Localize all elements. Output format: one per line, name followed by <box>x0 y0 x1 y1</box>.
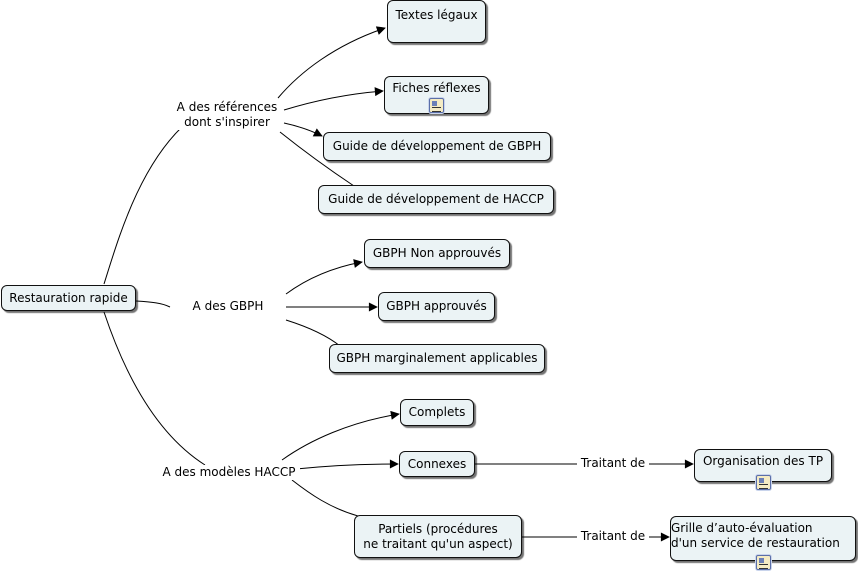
line-gbph-marginal <box>285 319 341 347</box>
concept-gbph-marginalement[interactable]: GBPH marginalement applicables <box>329 344 545 373</box>
concept-textes-legaux[interactable]: Textes légaux <box>387 0 486 43</box>
link-label-modeles-haccp-text: A des modèles HACCP <box>162 465 296 479</box>
link-label-traitant-de-1[interactable]: Traitant de <box>577 456 649 471</box>
concept-guide-gbph[interactable]: Guide de développement de GBPH <box>323 132 551 161</box>
concept-fiches-reflexes-label: Fiches réflexes <box>392 81 481 95</box>
link-label-references[interactable]: A des références dont s'inspirer <box>172 100 282 130</box>
line-ref-textes <box>277 26 386 99</box>
concept-gbph-approuves[interactable]: GBPH approuvés <box>378 292 495 321</box>
concept-gbph-approuves-label: GBPH approuvés <box>386 299 487 313</box>
concept-gbph-non-approuves-label: GBPH Non approuvés <box>372 246 502 260</box>
concept-connexes-label: Connexes <box>407 456 467 471</box>
concept-restauration-rapide[interactable]: Restauration rapide <box>1 285 136 311</box>
concept-complets-label: Complets <box>408 405 466 419</box>
line-ref-guide-haccp <box>279 131 355 187</box>
link-label-references-line1: A des références <box>176 100 278 114</box>
concept-guide-haccp[interactable]: Guide de développement de HACCP <box>318 185 554 214</box>
attached-resource-icon[interactable] <box>429 98 444 113</box>
attached-resource-icon[interactable] <box>756 475 771 490</box>
concept-gbph-non-approuves[interactable]: GBPH Non approuvés <box>364 239 510 268</box>
concept-partiels-label-line1: Partiels (procédures <box>378 521 498 536</box>
line-root-gbph <box>135 300 171 308</box>
line-ref-guide-gbph <box>283 122 323 137</box>
line-gbph-non <box>285 259 363 295</box>
line-root-haccp <box>103 311 206 466</box>
link-label-references-line2: dont s'inspirer <box>184 115 270 129</box>
attached-resource-icon[interactable] <box>756 555 771 570</box>
concept-restauration-rapide-label: Restauration rapide <box>9 290 128 305</box>
concept-complets[interactable]: Complets <box>400 399 474 426</box>
line-haccp-complets <box>281 410 400 461</box>
link-label-gbph-text: A des GBPH <box>192 299 264 313</box>
link-label-traitant-de-2[interactable]: Traitant de <box>577 529 649 544</box>
concept-grille-label-line1: Grille d’auto-évaluation <box>671 521 813 535</box>
concept-partiels[interactable]: Partiels (procédures ne traitant qu'un a… <box>354 515 522 558</box>
line-ref-fiches <box>283 87 384 111</box>
concept-grille-auto-evaluation[interactable]: Grille d’auto-évaluation d'un service de… <box>670 516 856 561</box>
line-haccp-connexes <box>295 459 399 470</box>
link-label-traitant-de-2-text: Traitant de <box>580 529 646 543</box>
line-root-references <box>103 117 193 285</box>
link-label-gbph[interactable]: A des GBPH <box>188 299 268 314</box>
line-haccp-partiels <box>291 479 359 517</box>
concept-organisation-tp-label: Organisation des TP <box>702 454 824 468</box>
link-label-modeles-haccp[interactable]: A des modèles HACCP <box>158 465 300 480</box>
concept-gbph-marginalement-label: GBPH marginalement applicables <box>336 351 538 365</box>
concept-guide-gbph-label: Guide de développement de GBPH <box>332 139 542 153</box>
link-label-traitant-de-1-text: Traitant de <box>580 456 646 470</box>
concept-connexes[interactable]: Connexes <box>399 451 475 477</box>
concept-partiels-label-line2: ne traitant qu'un aspect) <box>363 536 513 551</box>
concept-guide-haccp-label: Guide de développement de HACCP <box>328 192 544 206</box>
concept-textes-legaux-label: Textes légaux <box>395 8 478 22</box>
concept-grille-label-line2: d'un service de restauration <box>671 536 840 550</box>
